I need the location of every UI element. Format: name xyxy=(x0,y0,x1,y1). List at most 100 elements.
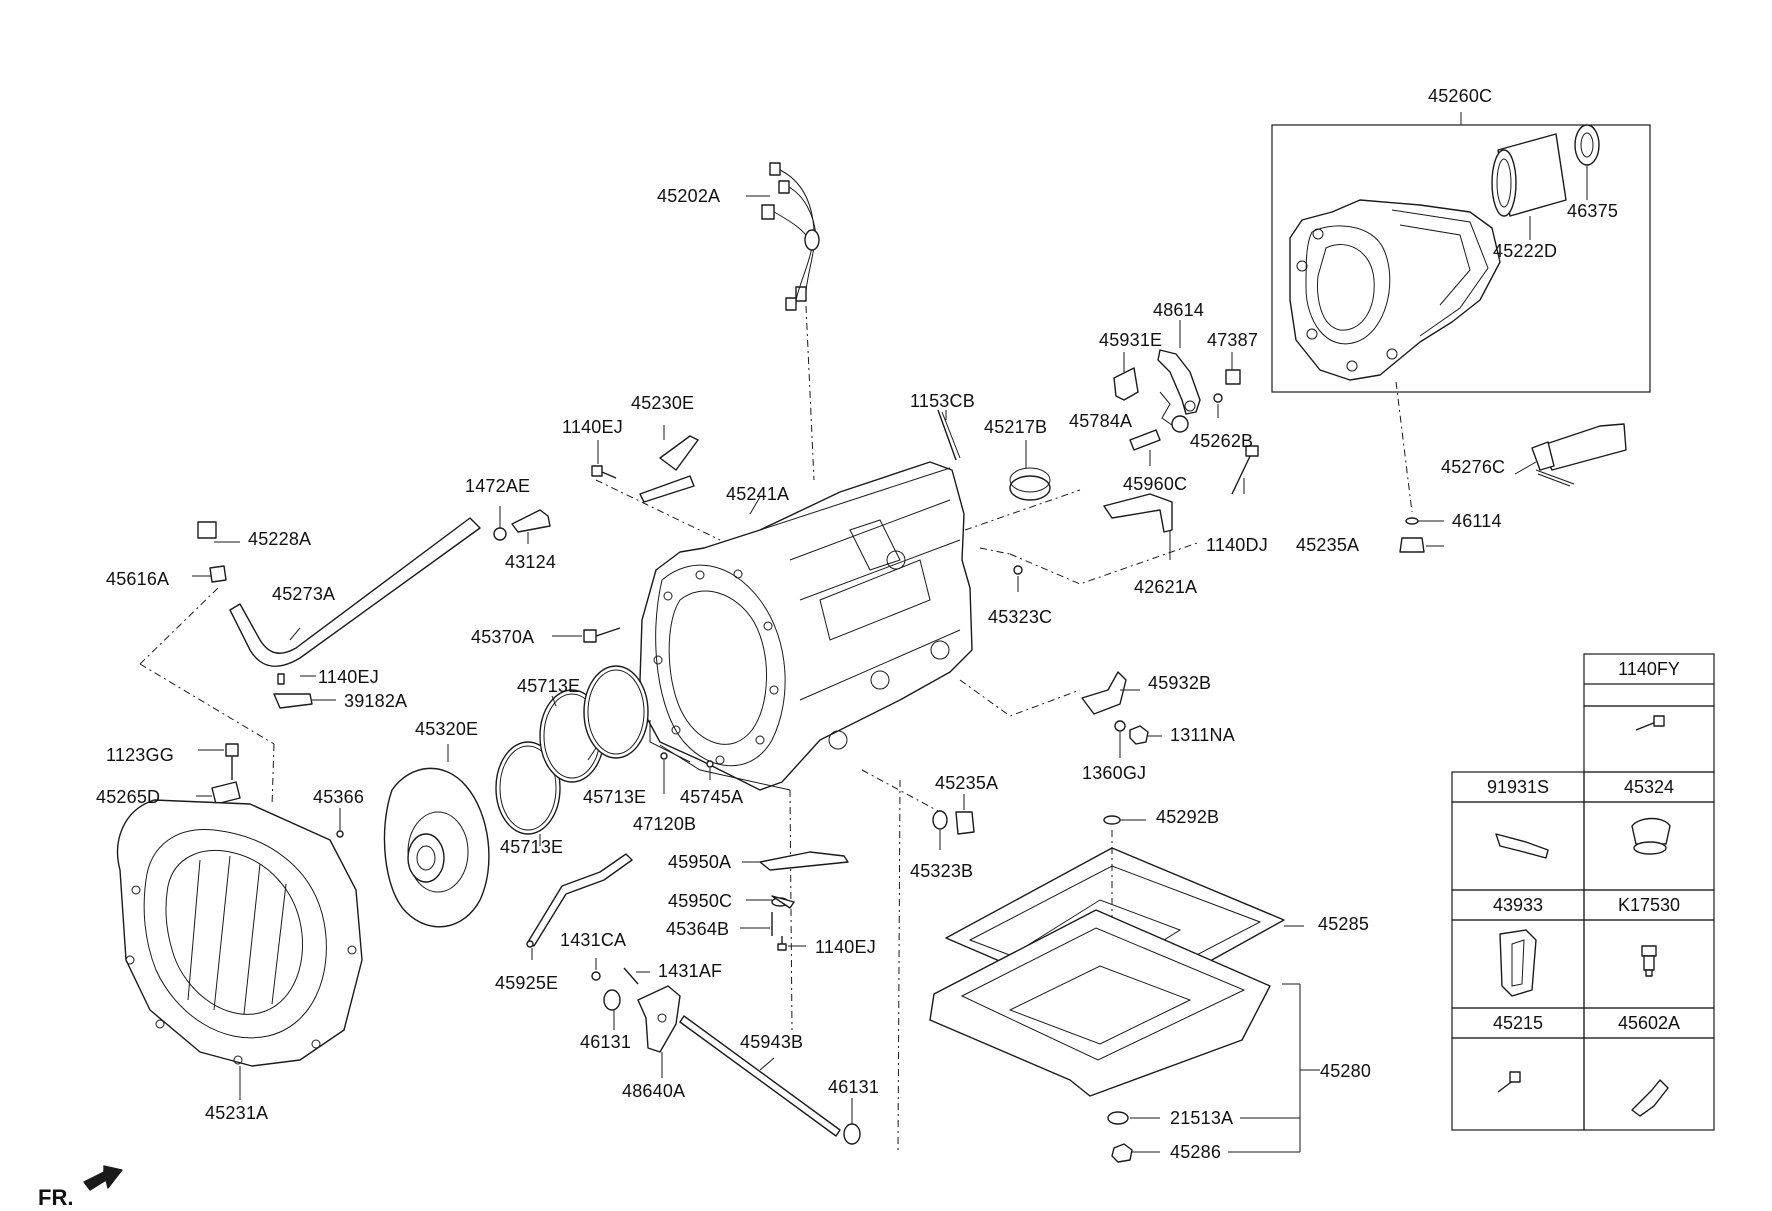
label-45241a: 45241A xyxy=(726,484,790,504)
label-45323c: 45323C xyxy=(988,607,1053,627)
legend-label-45602a: 45602A xyxy=(1617,1013,1681,1033)
legend-91931s-icon xyxy=(1495,833,1549,859)
cooler-tube-part xyxy=(229,517,481,667)
spring-45784a-part xyxy=(1159,391,1189,433)
wiring-harness-part xyxy=(761,162,820,311)
label-45932b: 45932B xyxy=(1148,673,1212,693)
lever-48614-part xyxy=(1157,349,1201,415)
legend-1140fy-icon xyxy=(1635,715,1665,731)
label-21513a: 21513A xyxy=(1170,1108,1234,1128)
oil-pan-part xyxy=(929,909,1271,1097)
extension-housing-part xyxy=(1289,199,1501,381)
label-1140ej-low: 1140EJ xyxy=(815,937,876,957)
drain-washer-part xyxy=(1399,517,1425,553)
label-1140ej-top: 1140EJ xyxy=(562,417,623,437)
manual-shaft-part xyxy=(679,1015,841,1137)
nut-1311na-part xyxy=(1129,725,1149,745)
plug-45745a-part xyxy=(706,760,714,768)
label-45950a: 45950A xyxy=(668,852,732,872)
label-45713e-b: 45713E xyxy=(583,787,647,807)
legend-45215-icon xyxy=(1497,1071,1521,1093)
drain-plug-45286-part xyxy=(1111,1143,1133,1163)
seal-46131b-part xyxy=(843,1123,861,1145)
label-45950c: 45950C xyxy=(668,891,733,911)
label-46114: 46114 xyxy=(1452,511,1502,531)
bolt-low-part xyxy=(777,936,787,951)
label-45235a-mid: 45235A xyxy=(935,773,999,793)
bracket-part xyxy=(639,435,699,503)
bracket-45265d-part xyxy=(211,781,241,805)
label-45745a: 45745A xyxy=(680,787,744,807)
gasket-21513a-part xyxy=(1107,1111,1129,1125)
label-46375: 46375 xyxy=(1567,201,1619,221)
bracket-45932b-part xyxy=(1081,671,1127,715)
bushing-part xyxy=(1491,133,1567,217)
label-48640a: 48640A xyxy=(622,1081,686,1101)
seal-ring-c-part xyxy=(495,741,561,835)
converter-housing-part xyxy=(116,799,363,1067)
case-bushing-part xyxy=(1009,467,1051,501)
label-45784a: 45784A xyxy=(1069,411,1133,431)
bolt-1123gg-part xyxy=(225,743,239,780)
clip-1431ca-part xyxy=(591,971,601,981)
plug-45323b-part xyxy=(932,810,948,830)
plug-45323c-part xyxy=(1013,565,1023,575)
label-45265d: 45265D xyxy=(96,787,161,807)
label-1140dj: 1140DJ xyxy=(1206,535,1268,555)
bolt-1140dj-part xyxy=(1231,445,1259,495)
label-43124: 43124 xyxy=(505,552,557,572)
clip-part xyxy=(493,527,507,541)
bolt-370a-part xyxy=(583,627,621,643)
label-45231a: 45231A xyxy=(205,1103,269,1123)
oil-pump-part xyxy=(383,767,490,928)
label-45320e: 45320E xyxy=(415,719,479,739)
label-1360gj: 1360GJ xyxy=(1082,763,1147,783)
label-1123gg: 1123GG xyxy=(106,745,174,765)
label-45370a: 45370A xyxy=(471,627,535,647)
harness-bracket-part xyxy=(273,673,313,709)
manual-lever-part xyxy=(637,985,681,1053)
legend-43933-icon xyxy=(1499,929,1537,997)
label-45228a: 45228A xyxy=(248,529,312,549)
legend-grid xyxy=(1451,653,1715,1131)
stud-part xyxy=(937,409,961,461)
legend-label-45324: 45324 xyxy=(1623,777,1675,797)
detent-spring-part xyxy=(771,895,795,909)
legend-label-k17530: K17530 xyxy=(1617,895,1681,915)
pipe-43124-part xyxy=(511,509,551,533)
legend-label-45215: 45215 xyxy=(1492,1013,1544,1033)
plug-45235a-part xyxy=(955,811,975,835)
label-45323b: 45323B xyxy=(910,861,974,881)
label-47120b: 47120B xyxy=(633,814,697,834)
label-1431af: 1431AF xyxy=(658,961,723,981)
connector-part xyxy=(197,521,227,583)
label-45280: 45280 xyxy=(1320,1061,1372,1081)
label-1311na: 1311NA xyxy=(1170,725,1235,745)
label-48614: 48614 xyxy=(1153,300,1205,320)
label-45202a: 45202A xyxy=(657,186,721,206)
check-ball-part xyxy=(336,830,344,838)
label-45713e-a: 45713E xyxy=(517,676,581,696)
label-45943b: 45943B xyxy=(740,1032,804,1052)
cam-45931e-part xyxy=(1113,367,1139,401)
label-47387: 47387 xyxy=(1207,330,1259,350)
plug-47120b-part xyxy=(660,752,668,760)
bolt-part xyxy=(591,465,617,479)
oil-seal-part xyxy=(1574,124,1600,166)
label-45960c: 45960C xyxy=(1123,474,1188,494)
pin-1431af-part xyxy=(623,967,639,985)
transmission-case-part xyxy=(639,461,973,791)
label-46131-a: 46131 xyxy=(580,1032,632,1052)
sealant-tube-part xyxy=(1531,423,1627,487)
label-45286: 45286 xyxy=(1170,1142,1222,1162)
label-45230e: 45230E xyxy=(631,393,695,413)
front-direction-label: FR. xyxy=(38,1185,74,1210)
label-45285: 45285 xyxy=(1318,914,1370,934)
label-45366: 45366 xyxy=(313,787,365,807)
label-1472ae: 1472AE xyxy=(465,476,531,496)
label-45276c: 45276C xyxy=(1441,457,1506,477)
label-45222d: 45222D xyxy=(1493,241,1558,261)
seal-ring-a-part xyxy=(583,665,649,759)
legend-45602a-icon xyxy=(1631,1079,1669,1117)
